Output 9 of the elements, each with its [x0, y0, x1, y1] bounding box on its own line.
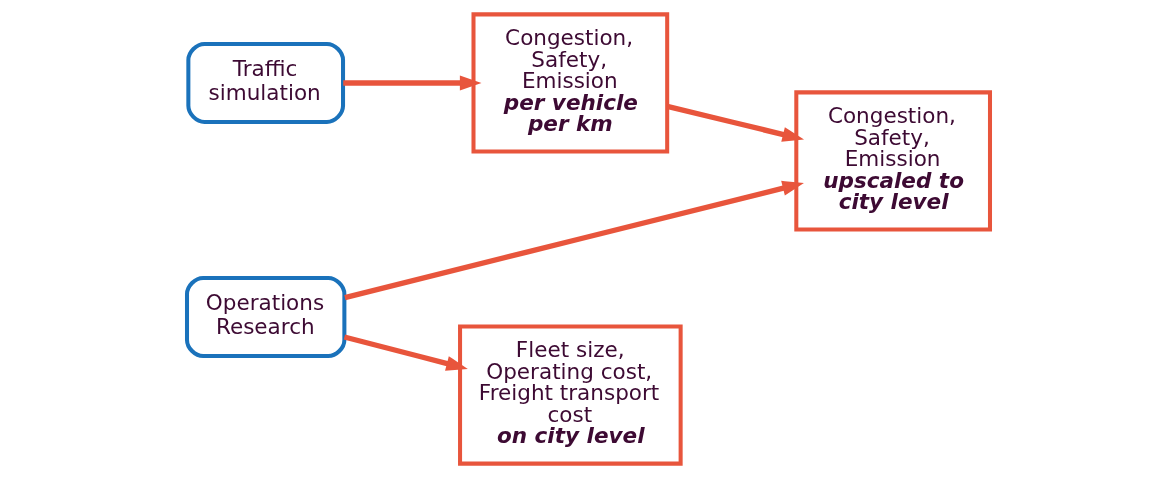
arrow: [666, 103, 804, 142]
node-box: Traffic simulation: [185, 41, 345, 124]
arrow: [343, 333, 468, 371]
node-box: Operations Research: [184, 275, 346, 358]
node-box: Fleet size, Operating cost, Freight transport cost on city level: [457, 323, 683, 466]
node-box: Congestion, Safety, Emission per vehicle per km: [471, 11, 669, 154]
node-box: Congestion, Safety, Emission upscaled to city level: [793, 89, 992, 232]
arrow: [342, 74, 481, 91]
arrow: [343, 180, 804, 300]
